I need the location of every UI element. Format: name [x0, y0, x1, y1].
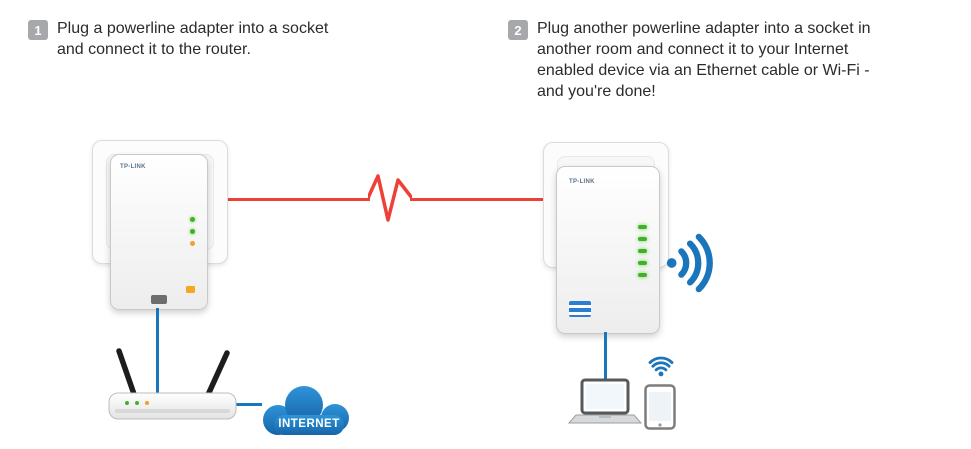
- ethernet-port: [151, 295, 167, 304]
- power-led: [190, 217, 195, 222]
- wifi-signal-icon: [666, 233, 713, 293]
- ethernet-led: [190, 241, 195, 246]
- led-2: [638, 237, 647, 241]
- internet-label: INTERNET: [278, 418, 340, 430]
- led-5: [638, 273, 647, 277]
- internet-cloud: INTERNET: [263, 386, 349, 435]
- powerline-link-right-segment: [410, 198, 560, 201]
- ethernet-cable-left: [156, 308, 159, 393]
- step-1-text: Plug a powerline adapter into a socket a…: [57, 20, 329, 59]
- internet-cable: [232, 403, 262, 406]
- tp-link-logo: TP-LINK: [569, 179, 595, 185]
- led-4: [638, 261, 647, 265]
- powerline-adapter-right: TP-LINK: [556, 166, 660, 334]
- step-2-badge: 2: [508, 20, 528, 40]
- ethernet-cable-right: [604, 332, 607, 382]
- tp-link-logo: TP-LINK: [120, 164, 146, 170]
- wifi-label-sticker: [569, 301, 591, 317]
- step-1-number: 1: [34, 22, 42, 38]
- led-3: [638, 249, 647, 253]
- powerline-led: [190, 229, 195, 234]
- step-2-number: 2: [514, 22, 522, 38]
- router-icon: [108, 348, 237, 420]
- led-1: [638, 225, 647, 229]
- powerline-adapter-left: TP-LINK: [110, 154, 208, 310]
- laptop-icon: [568, 378, 642, 424]
- powerline-surge-icon: [368, 174, 412, 222]
- tablet-icon: [644, 384, 676, 430]
- powerline-link-left-segment: [222, 198, 370, 201]
- label-sticker: [186, 286, 195, 293]
- wifi-device-icon: [648, 356, 674, 377]
- step-2-text: Plug another powerline adapter into a so…: [537, 20, 871, 101]
- step-1-badge: 1: [28, 20, 48, 40]
